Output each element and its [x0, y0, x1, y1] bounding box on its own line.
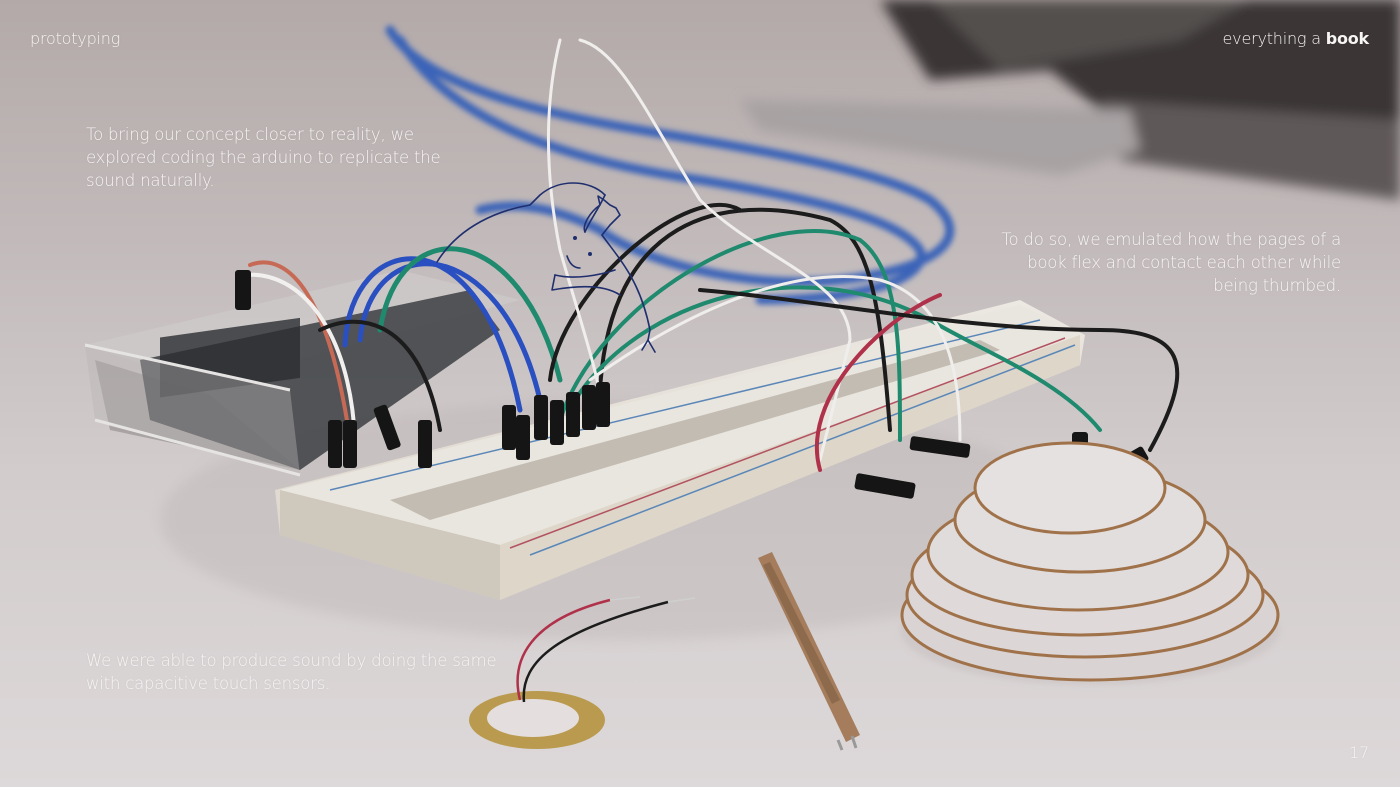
arduino-case: [84, 270, 520, 477]
paragraph-method: To do so, we emulated how the pages of a…: [1001, 230, 1341, 295]
header-pins: [235, 270, 1149, 499]
page-number: 17: [1349, 743, 1369, 762]
breadboard: [275, 300, 1085, 600]
brand-emphasis: book: [1325, 29, 1369, 48]
paragraph-result: We were able to produce sound by doing t…: [86, 651, 497, 693]
piezo-disc: [469, 596, 696, 749]
doodle-figure-icon: [436, 182, 656, 353]
section-label: prototyping: [30, 29, 121, 48]
paragraph-intro: To bring our concept closer to reality, …: [86, 125, 441, 190]
brand-prefix: everything a: [1222, 29, 1326, 48]
stacked-discs: [900, 441, 1280, 685]
flex-sensor: [758, 552, 860, 751]
laptop: [740, 0, 1400, 200]
brand-title: everything a book: [1222, 29, 1370, 48]
jumper-wires: [243, 38, 1180, 472]
